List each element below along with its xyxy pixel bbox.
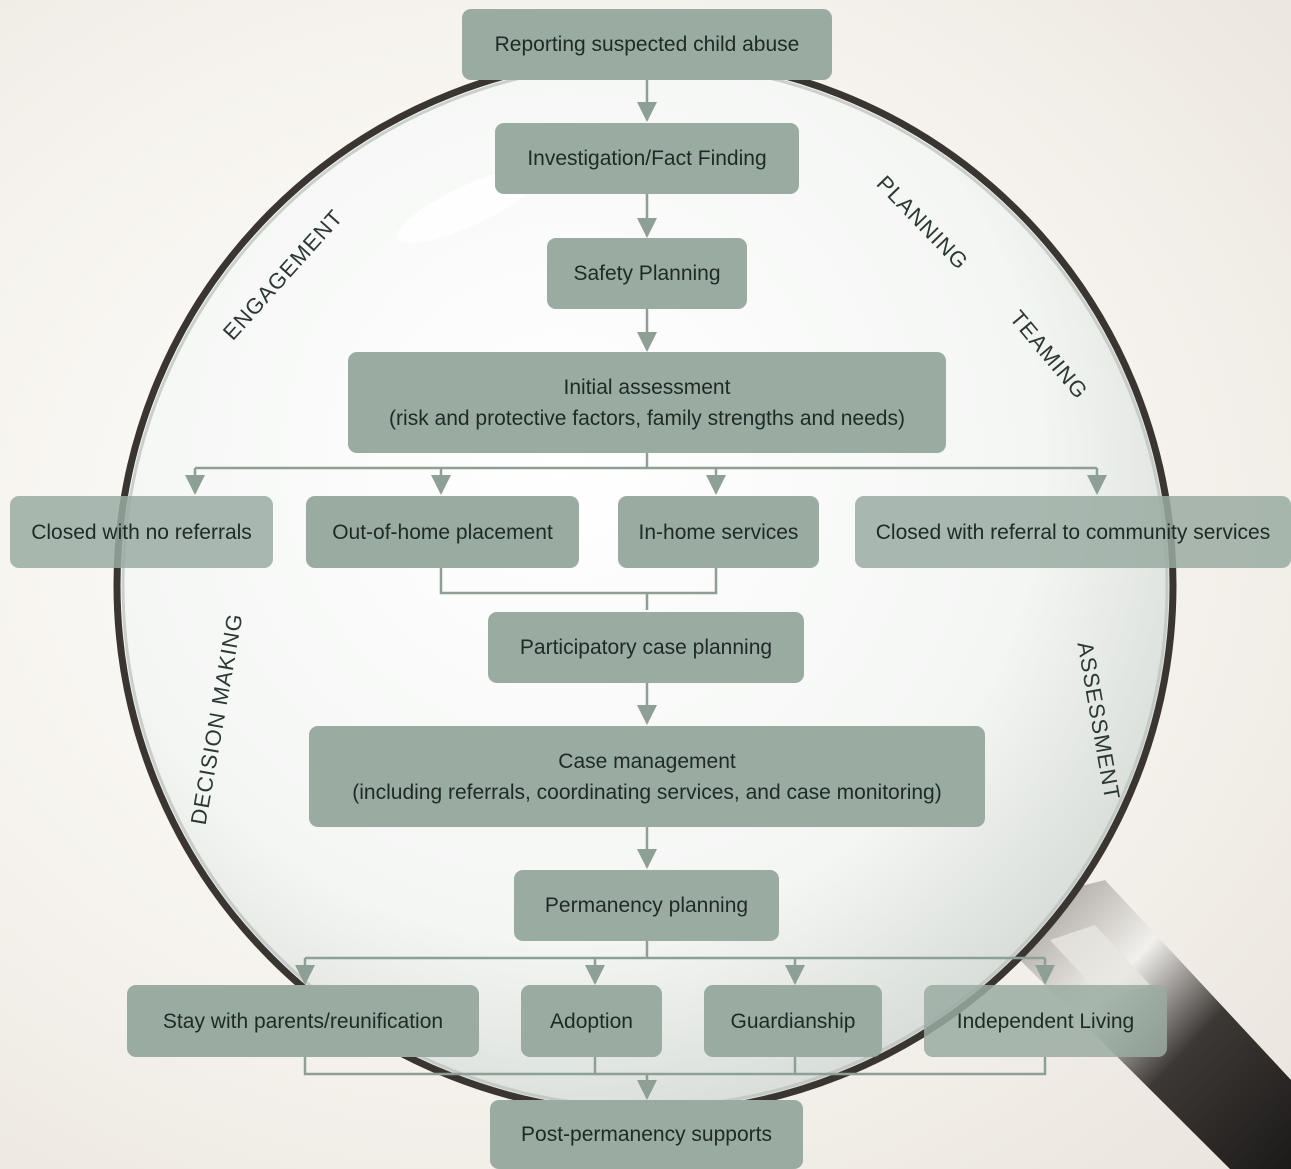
node-stay-with-parents: Stay with parents/reunification: [127, 985, 479, 1057]
connectors: [185, 80, 1107, 1100]
node-out-of-home: Out-of-home placement: [306, 496, 579, 568]
node-guardianship: Guardianship: [704, 985, 882, 1057]
node-initial-assessment-detail: (risk and protective factors, family str…: [389, 406, 905, 430]
magnifier-lens-icon: [113, 53, 1177, 1117]
node-case-management-title: Case management: [558, 749, 736, 773]
node-initial-assessment: Initial assessment (risk and protective …: [348, 352, 946, 453]
node-guardianship-label: Guardianship: [730, 1009, 856, 1033]
node-closed-referral: Closed with referral to community servic…: [855, 496, 1291, 568]
node-safety-planning-label: Safety Planning: [573, 262, 721, 285]
node-post-permanency-label: Post-permanency supports: [521, 1123, 772, 1146]
node-safety-planning: Safety Planning: [547, 238, 747, 309]
node-permanency-planning: Permanency planning: [514, 870, 779, 941]
node-in-home-label: In-home services: [638, 520, 799, 544]
node-stay-with-parents-label: Stay with parents/reunification: [162, 1009, 444, 1033]
node-independent-living-label: Independent Living: [956, 1009, 1135, 1033]
node-closed-no-referrals: Closed with no referrals: [10, 496, 273, 568]
node-closed-no-referrals-label: Closed with no referrals: [31, 520, 252, 544]
node-permanency-planning-label: Permanency planning: [544, 894, 749, 917]
node-closed-referral-label: Closed with referral to community servic…: [875, 520, 1271, 544]
node-participatory: Participatory case planning: [488, 612, 804, 683]
node-case-management: Case management (including referrals, co…: [309, 726, 985, 827]
node-reporting: Reporting suspected child abuse: [462, 9, 832, 80]
node-reporting-label: Reporting suspected child abuse: [494, 33, 800, 56]
node-investigation-label: Investigation/Fact Finding: [527, 147, 767, 170]
node-adoption: Adoption: [521, 985, 662, 1057]
node-in-home: In-home services: [618, 496, 819, 568]
node-adoption-label: Adoption: [550, 1009, 633, 1033]
node-participatory-label: Participatory case planning: [519, 636, 773, 659]
node-out-of-home-label: Out-of-home placement: [332, 520, 553, 544]
node-independent-living: Independent Living: [924, 985, 1167, 1057]
node-investigation: Investigation/Fact Finding: [495, 123, 799, 194]
node-post-permanency: Post-permanency supports: [490, 1100, 803, 1169]
node-case-management-detail: (including referrals, coordinating servi…: [352, 780, 942, 804]
node-initial-assessment-title: Initial assessment: [563, 375, 731, 399]
